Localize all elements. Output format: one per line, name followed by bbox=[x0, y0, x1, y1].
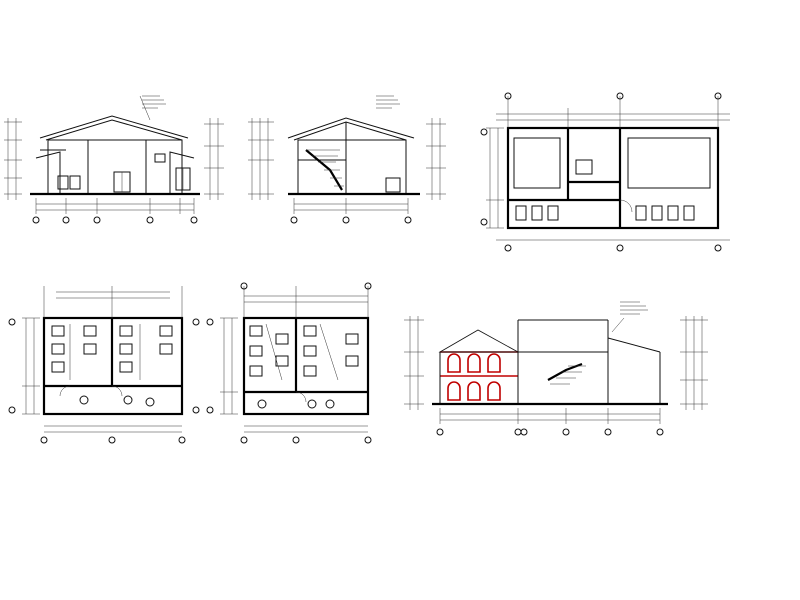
front-elevation bbox=[4, 95, 224, 224]
ground-floor-plan-b bbox=[206, 282, 372, 444]
first-floor-plan bbox=[480, 92, 730, 252]
section-1 bbox=[248, 95, 446, 224]
side-elevation-section bbox=[404, 301, 708, 436]
ground-floor-plan-a bbox=[8, 286, 200, 444]
